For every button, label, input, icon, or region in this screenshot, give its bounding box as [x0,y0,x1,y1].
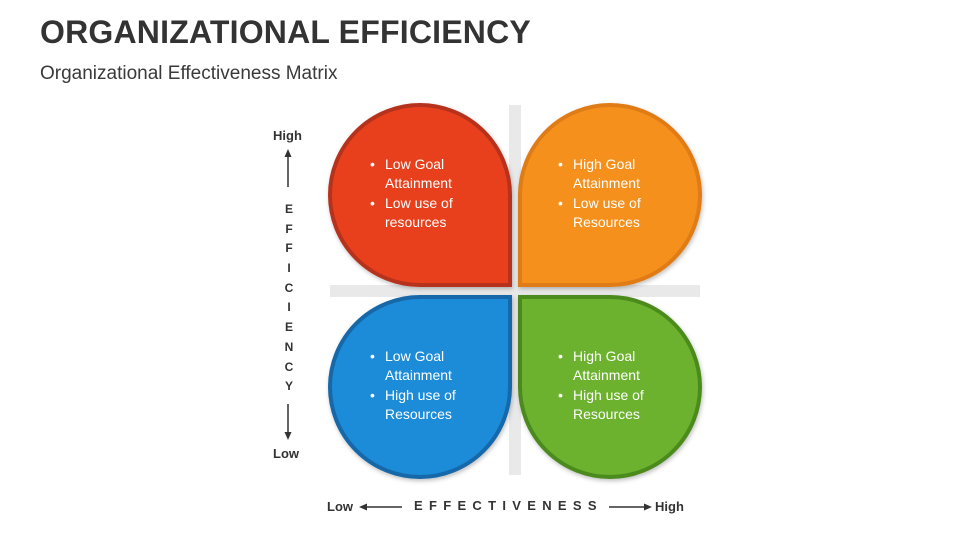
y-axis-letter: N [284,339,294,354]
quadrant-top-left-text: Low Goal Attainment Low use of resources [369,155,489,232]
y-axis-high-label: High [273,128,302,143]
quadrant-bottom-left-text: Low Goal Attainment High use of Resource… [369,347,489,424]
quadrant-bullet: Low use of resources [369,194,489,233]
y-axis-letter: C [284,280,294,295]
quadrant-bullet: High Goal Attainment [557,155,677,194]
y-axis-letter: Y [284,379,293,394]
page-title: ORGANIZATIONAL EFFICIENCY [40,14,531,50]
y-axis-title: E F F I C I E N C Y [279,200,299,397]
center-divider-vertical [509,105,521,475]
x-axis-high-label: High [655,499,684,514]
y-axis-letter: F [285,221,293,236]
x-axis-left-arrow [359,503,402,511]
y-axis-low-label: Low [273,446,299,461]
y-axis-letter: E [284,202,293,216]
quadrant-bullet: Low Goal Attainment [369,347,489,386]
y-axis-letter: I [287,300,291,315]
y-axis-letter: C [284,359,294,374]
quadrant-bullet: Low Goal Attainment [369,155,489,194]
quadrant-bullet: High use of Resources [369,386,489,425]
x-axis-low-label: Low [327,499,353,514]
x-axis-title: EFFECTIVENESS [414,498,603,513]
y-axis-letter: F [285,241,293,256]
y-axis-letter: I [287,261,291,276]
quadrant-bottom-right-text: High Goal Attainment High use of Resourc… [557,347,677,424]
y-axis-up-arrow [284,149,292,187]
page-subtitle: Organizational Effectiveness Matrix [40,63,338,84]
quadrant-bullet: High Goal Attainment [557,347,677,386]
y-axis-letter: E [284,320,293,335]
quadrant-bullet: Low use of Resources [557,194,677,233]
quadrant-bullet: High use of Resources [557,386,677,425]
x-axis-right-arrow [609,503,652,511]
quadrant-top-right-text: High Goal Attainment Low use of Resource… [557,155,677,232]
y-axis-down-arrow [284,404,292,440]
